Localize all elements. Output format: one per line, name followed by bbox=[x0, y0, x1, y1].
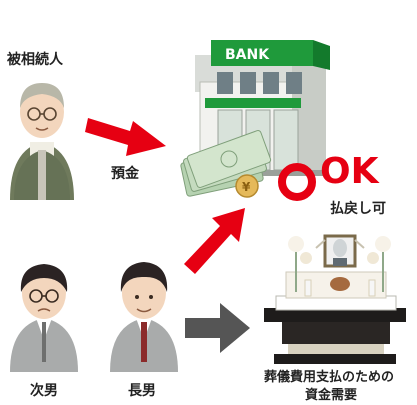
funeral-altar-icon bbox=[264, 234, 406, 364]
funeral-label-line2: 資金需要 bbox=[305, 388, 358, 403]
second-son-person-icon bbox=[10, 264, 78, 372]
arrow-son-to-funeral bbox=[185, 303, 250, 353]
bank-building-icon: BANK bbox=[195, 40, 330, 176]
heir-person-icon bbox=[10, 83, 74, 200]
second-son-label: 次男 bbox=[30, 383, 58, 399]
bank-sign: BANK bbox=[225, 47, 270, 63]
ok-text: OK bbox=[320, 151, 379, 192]
yen-coin-icon: ¥ bbox=[235, 174, 259, 198]
svg-text:¥: ¥ bbox=[242, 180, 251, 194]
arrow-sons-to-refund bbox=[184, 208, 245, 274]
refund-label: 払戻し可 bbox=[330, 201, 386, 217]
eldest-son-label: 長男 bbox=[128, 383, 156, 399]
ok-circle-icon bbox=[278, 163, 316, 201]
arrow-heir-to-deposit bbox=[85, 118, 166, 156]
eldest-son-person-icon bbox=[110, 262, 178, 372]
deposit-label: 預金 bbox=[111, 166, 139, 182]
funeral-label-line1: 葬儀費用支払のための bbox=[264, 370, 395, 385]
heir-label: 被相続人 bbox=[7, 52, 63, 68]
